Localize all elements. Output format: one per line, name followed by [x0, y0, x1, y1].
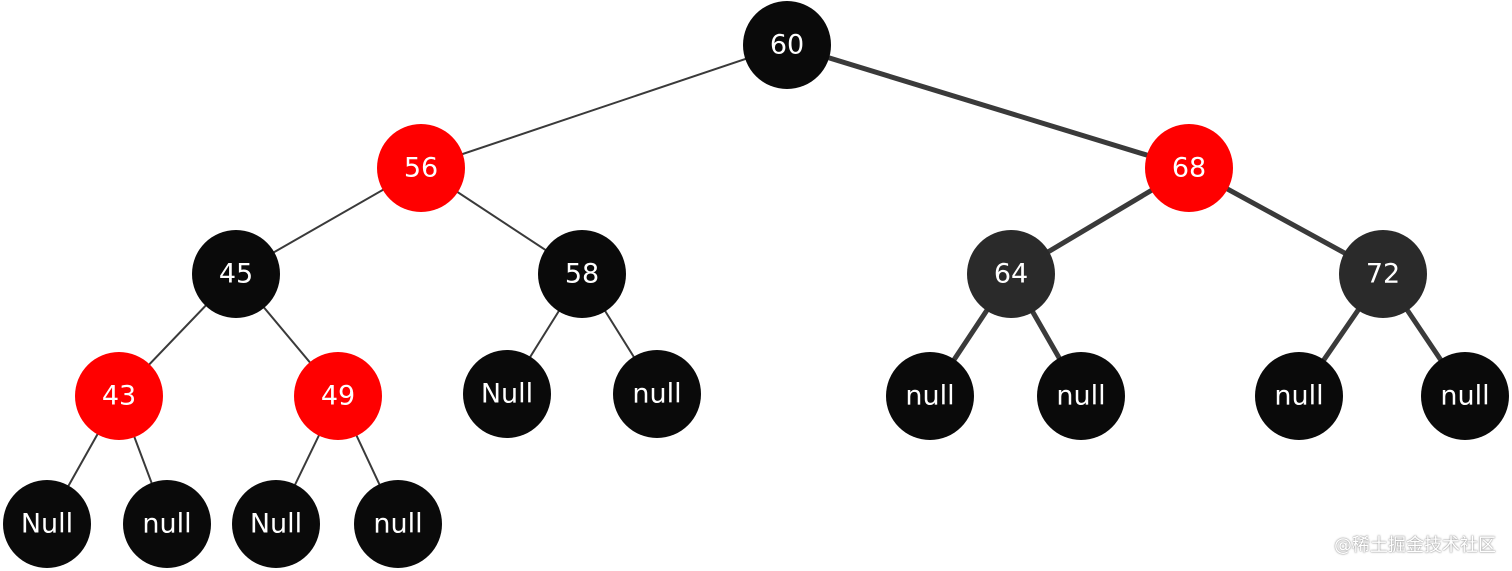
tree-node-l72a: null — [1255, 352, 1343, 440]
tree-node-n45: 45 — [192, 230, 280, 318]
node-circle — [123, 480, 211, 568]
node-label: 72 — [1366, 259, 1400, 290]
tree-node-n72: 72 — [1339, 230, 1427, 318]
node-label: Null — [250, 509, 302, 540]
node-label: 49 — [321, 381, 355, 412]
tree-node-l49b: null — [354, 480, 442, 568]
node-label: Null — [21, 509, 73, 540]
tree-node-n58: 58 — [538, 230, 626, 318]
node-circle — [1255, 352, 1343, 440]
node-circle — [1145, 124, 1233, 212]
node-label: null — [373, 509, 422, 540]
node-circle — [613, 350, 701, 438]
tree-node-l64b: null — [1037, 352, 1125, 440]
node-circle — [354, 480, 442, 568]
node-label: 43 — [102, 381, 136, 412]
tree-node-l43a: Null — [3, 480, 91, 568]
node-circle — [3, 480, 91, 568]
node-circle — [886, 352, 974, 440]
tree-node-n60: 60 — [743, 1, 831, 89]
node-circle — [967, 230, 1055, 318]
node-label: 60 — [770, 30, 804, 61]
node-label: 64 — [994, 259, 1028, 290]
node-circle — [192, 230, 280, 318]
tree-node-l43b: null — [123, 480, 211, 568]
node-circle — [294, 352, 382, 440]
tree-node-n68: 68 — [1145, 124, 1233, 212]
node-label: null — [1440, 381, 1489, 412]
node-label: null — [142, 509, 191, 540]
node-circle — [1339, 230, 1427, 318]
node-circle — [1037, 352, 1125, 440]
node-circle — [743, 1, 831, 89]
node-label: null — [905, 381, 954, 412]
node-circle — [538, 230, 626, 318]
node-label: 58 — [565, 259, 599, 290]
tree-node-l72b: null — [1421, 352, 1509, 440]
node-label: null — [1056, 381, 1105, 412]
edge-n60-n56 — [420, 44, 788, 169]
node-label: Null — [481, 379, 533, 410]
node-label: 45 — [219, 259, 253, 290]
node-label: null — [632, 379, 681, 410]
node-circle — [232, 480, 320, 568]
watermark: @稀土掘金技术社区 — [1334, 535, 1496, 556]
node-circle — [75, 352, 163, 440]
node-circle — [463, 350, 551, 438]
node-circle — [377, 124, 465, 212]
tree-node-l58b: null — [613, 350, 701, 438]
node-label: null — [1274, 381, 1323, 412]
tree-node-l58a: Null — [463, 350, 551, 438]
edge-n60-n68 — [786, 42, 1190, 171]
node-circle — [1421, 352, 1509, 440]
node-label: 68 — [1172, 153, 1206, 184]
node-label: 56 — [404, 153, 438, 184]
tree-node-n56: 56 — [377, 124, 465, 212]
tree-node-l49a: Null — [232, 480, 320, 568]
tree-node-n43: 43 — [75, 352, 163, 440]
tree-node-l64a: null — [886, 352, 974, 440]
tree-node-n64: 64 — [967, 230, 1055, 318]
tree-node-n49: 49 — [294, 352, 382, 440]
